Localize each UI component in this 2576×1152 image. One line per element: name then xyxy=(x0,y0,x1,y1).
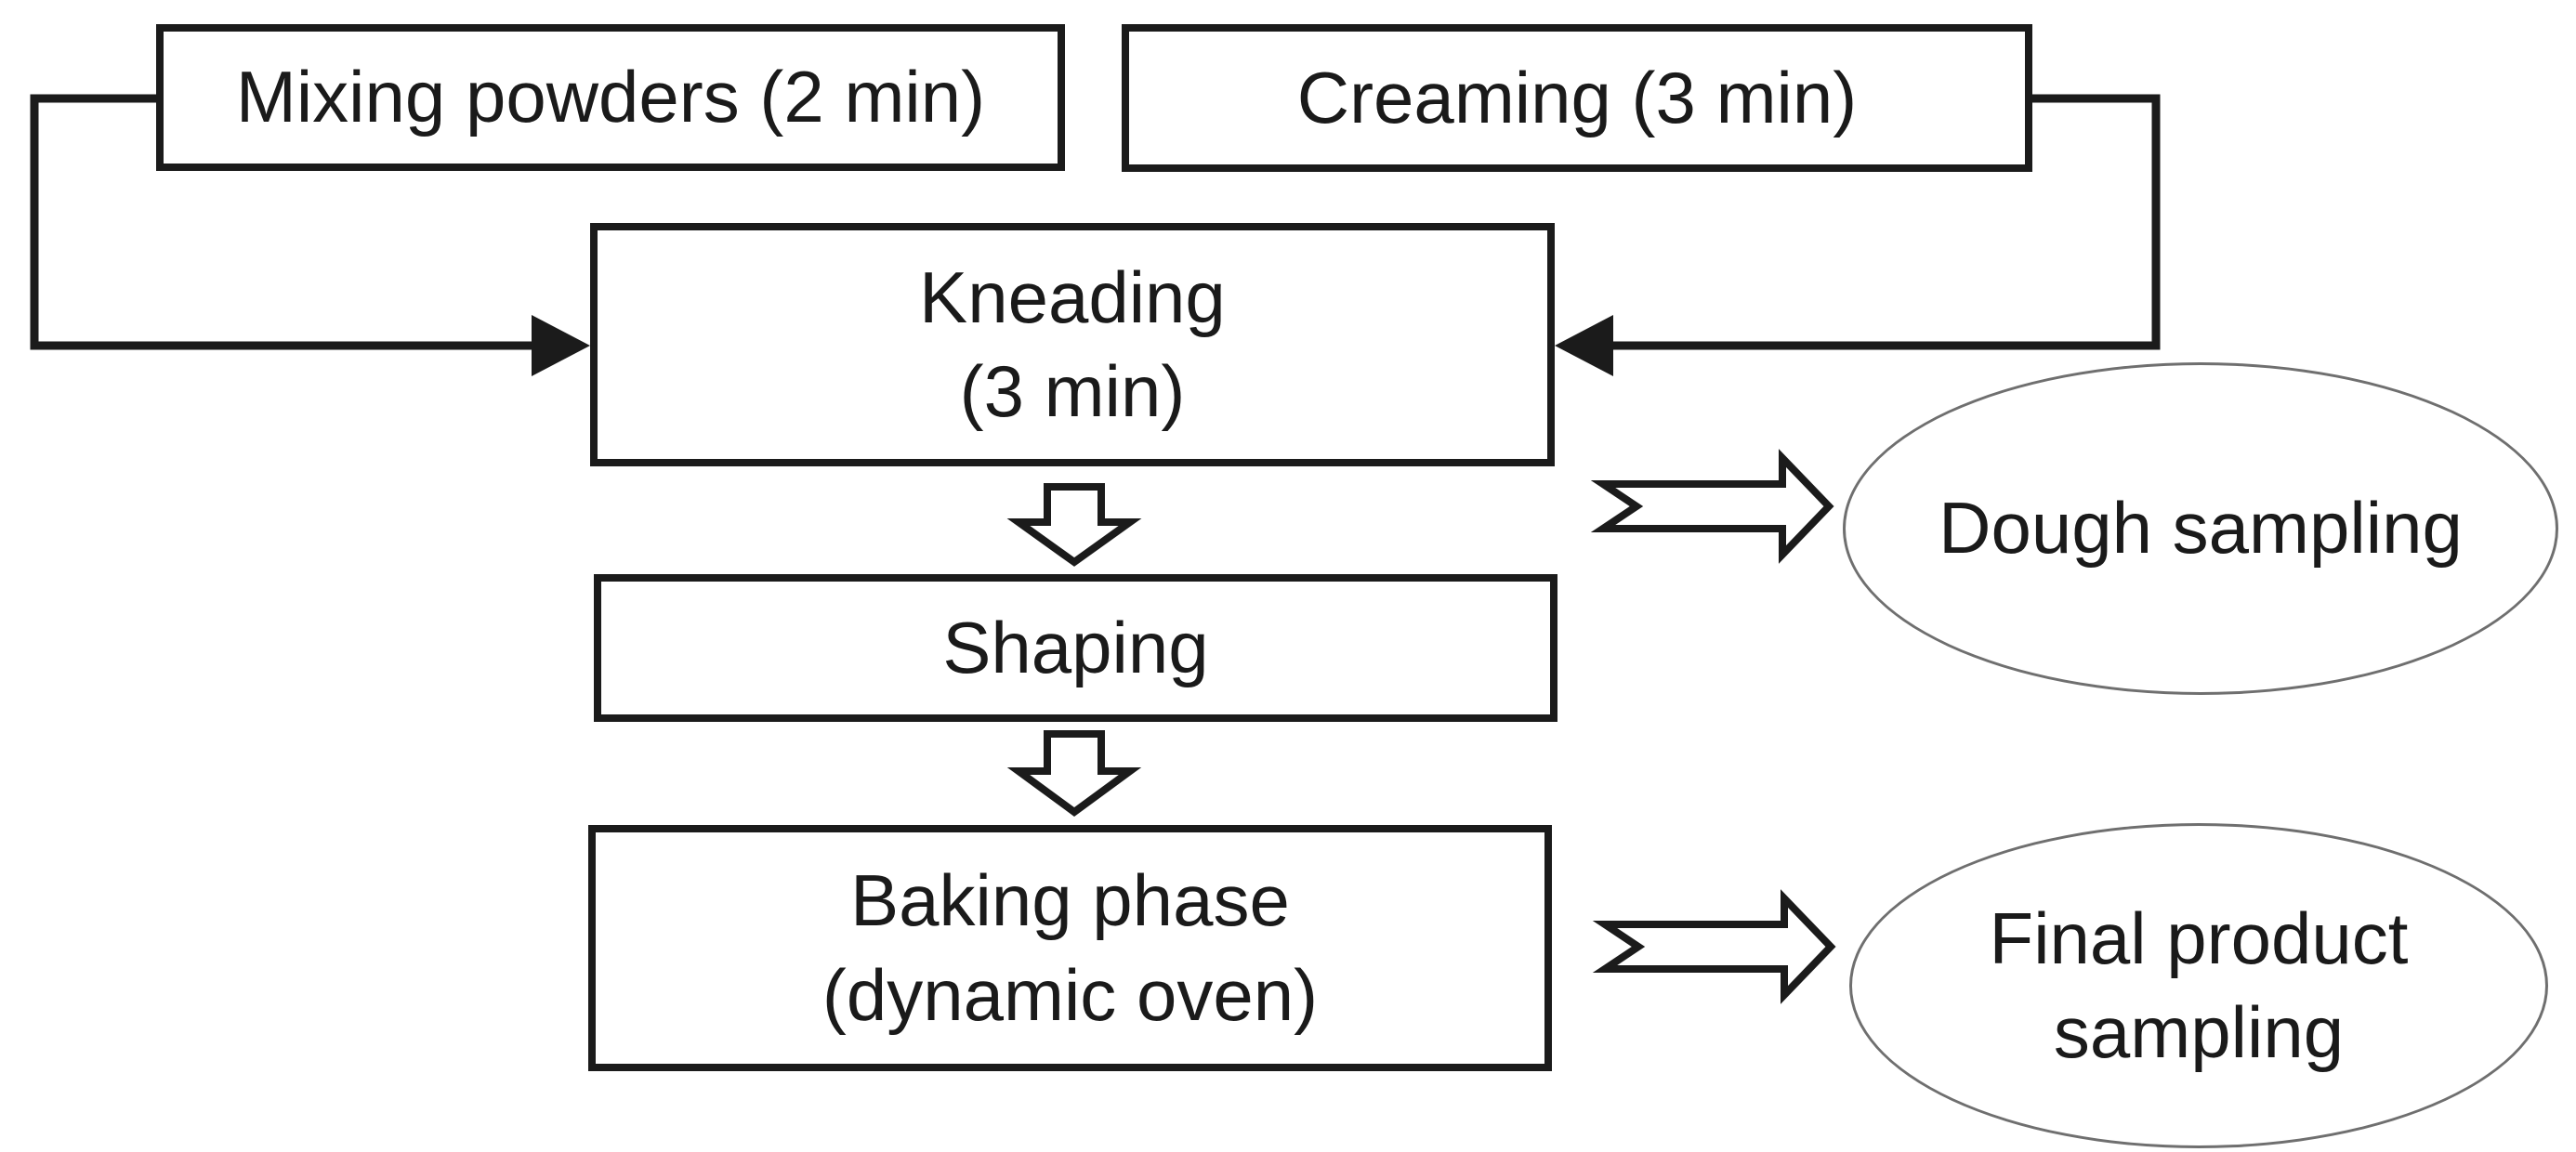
connector-creaming-to-kneading xyxy=(1602,94,2161,350)
arrowhead-into-kneading-right xyxy=(1555,315,1613,376)
sampling-ellipse-dough: Dough sampling xyxy=(1843,362,2558,695)
process-box-mixing-powders: Mixing powders (2 min) xyxy=(156,24,1065,171)
process-box-kneading: Kneading (3 min) xyxy=(590,223,1555,466)
process-box-mixing-powders-label: Mixing powders (2 min) xyxy=(235,56,986,138)
arrowhead-into-kneading-left xyxy=(532,315,590,376)
process-box-baking-phase: Baking phase (dynamic oven) xyxy=(588,825,1552,1071)
process-box-shaping: Shaping xyxy=(594,574,1557,722)
sampling-ellipse-final-product: Final product sampling xyxy=(1849,823,2548,1148)
notched-right-arrow-kneading-to-dough-sampling xyxy=(1590,449,1834,564)
notched-right-arrow-baking-to-final-sampling xyxy=(1592,889,1836,1004)
process-box-baking-phase-label: Baking phase (dynamic oven) xyxy=(821,859,1319,1036)
sampling-ellipse-dough-label: Dough sampling xyxy=(1939,487,2463,569)
process-box-kneading-label: Kneading (3 min) xyxy=(919,255,1226,432)
process-box-creaming-label: Creaming (3 min) xyxy=(1296,56,1858,138)
block-down-arrow-kneading-to-shaping xyxy=(1006,483,1142,567)
sampling-ellipse-final-product-label: Final product sampling xyxy=(1989,897,2409,1073)
process-box-creaming: Creaming (3 min) xyxy=(1122,24,2032,172)
process-box-shaping-label: Shaping xyxy=(942,606,1209,688)
block-down-arrow-shaping-to-baking xyxy=(1006,730,1142,817)
connector-mixing-to-kneading xyxy=(30,94,543,350)
